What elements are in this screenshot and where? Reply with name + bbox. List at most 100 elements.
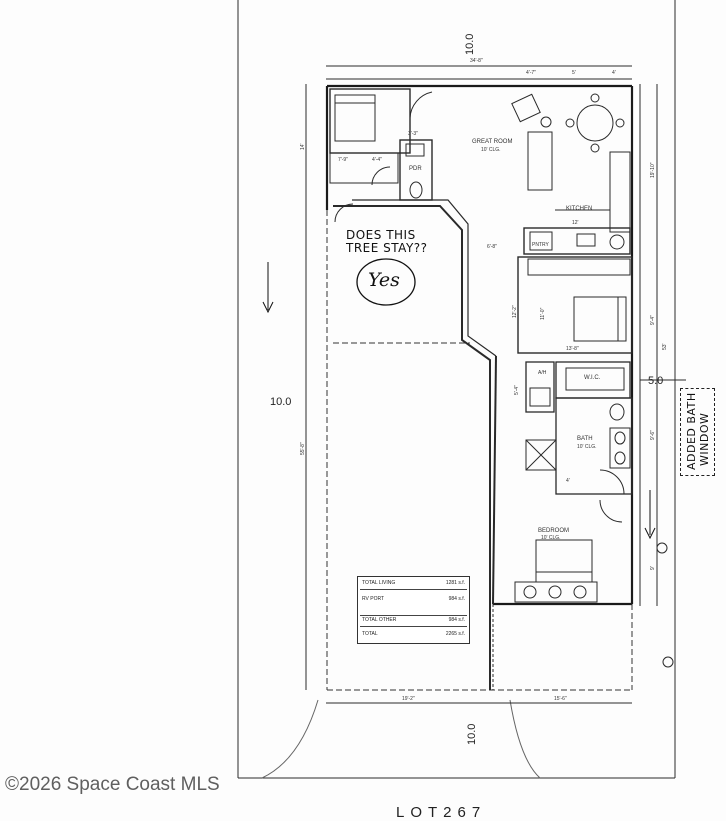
- master-bed: [535, 539, 593, 583]
- dining-chair: [565, 118, 575, 128]
- setback-top: 10.0: [464, 33, 476, 55]
- nightstand: [573, 585, 587, 599]
- room-great-room-clg: 10' CLG.: [481, 147, 501, 153]
- room-wic: W.I.C.: [584, 375, 601, 381]
- bedroom-2: [517, 256, 633, 354]
- room-bedroom: BEDROOM: [538, 528, 570, 534]
- nightstand: [523, 585, 537, 599]
- answer-circle: [356, 258, 416, 306]
- dim-left-long: 55'-8": [300, 442, 306, 455]
- dim-bottom-right: 15'-6": [554, 696, 567, 702]
- tree-arc-2: [509, 699, 541, 779]
- survey-marker: [662, 656, 674, 668]
- bath-sink: [614, 431, 626, 445]
- mls-watermark: ©2026 Space Coast MLS: [5, 774, 220, 795]
- dim-right-e: 53': [662, 343, 668, 350]
- pdr-vanity: [405, 143, 425, 157]
- dim-hall-b: 4'-4": [372, 157, 382, 163]
- added-bath-window-note: [680, 388, 715, 476]
- bed-2: [573, 296, 627, 342]
- north-marker: [656, 542, 668, 554]
- powder-room: [399, 139, 433, 201]
- window-arrow-head: [644, 527, 656, 540]
- window-note-line-2: WINDOW: [698, 412, 711, 466]
- tree-arc: [261, 699, 319, 779]
- dim-corridor: 6'-8": [487, 244, 497, 250]
- area-value: 984 s.f.: [448, 596, 465, 602]
- bedroom-1-door: [409, 91, 433, 119]
- dim-right-c: 9'-6": [650, 430, 656, 440]
- area-row-total-living: TOTAL LIVING 1281 s.f.: [360, 579, 467, 590]
- dining-chair: [615, 118, 625, 128]
- area-row-total: TOTAL 2265 s.f.: [360, 630, 467, 640]
- dim-bath-a: 4': [566, 478, 570, 484]
- hall-door: [371, 166, 391, 186]
- bed-1: [334, 94, 376, 142]
- lot-label: LOT267: [396, 804, 487, 821]
- shower: [525, 439, 557, 471]
- room-great-room: GREAT ROOM: [472, 139, 513, 145]
- dim-kit-a: 12': [572, 220, 579, 226]
- dining-chair: [590, 143, 600, 153]
- dim-hall-a: 7'-9": [338, 157, 348, 163]
- room-kitchen: KITCHEN: [566, 206, 593, 212]
- dim-right-d: 9': [650, 566, 656, 570]
- bath-sink: [614, 451, 626, 465]
- setback-bottom: 10.0: [466, 723, 478, 745]
- dim-bed-h: 11'-0": [540, 307, 546, 320]
- dim-pdr-w: 3'-3": [408, 131, 418, 137]
- kitchen-island: [523, 227, 631, 255]
- dim-laundry: 5'-4": [514, 385, 520, 395]
- area-summary-table: TOTAL LIVING 1281 s.f. RV PORT 984 s.f. …: [357, 576, 470, 644]
- dim-top-a: 4'-7": [526, 70, 536, 76]
- laundry: [525, 361, 555, 413]
- master-furniture: [514, 581, 598, 603]
- dim-top-b: 5': [572, 70, 576, 76]
- tree-arrow-head: [262, 301, 274, 314]
- area-label: TOTAL: [362, 631, 378, 637]
- washer: [529, 387, 551, 407]
- tree-question-line-2: TREE STAY??: [346, 241, 428, 255]
- area-row-total-other: TOTAL OTHER 984 s.f.: [360, 615, 467, 627]
- angled-wall: [333, 205, 491, 690]
- shower-x: [525, 439, 557, 471]
- area-label: TOTAL OTHER: [362, 617, 397, 623]
- living-west-wall: [492, 355, 497, 605]
- room-bath: BATH: [577, 436, 593, 442]
- wic-shelving: [565, 367, 625, 391]
- kitchen-counter: [609, 151, 631, 233]
- bath-door: [599, 469, 625, 495]
- kitchen-sink: [609, 234, 625, 250]
- hall-closet: [329, 152, 399, 184]
- area-value: 1281 s.f.: [445, 580, 465, 586]
- sofa: [527, 131, 553, 191]
- room-ah: A/H: [538, 370, 547, 376]
- pantry: [529, 231, 553, 251]
- area-label: TOTAL LIVING: [362, 580, 396, 586]
- armchair: [511, 93, 541, 123]
- area-label: RV PORT: [362, 596, 385, 602]
- bath-vanity: [609, 427, 631, 469]
- setback-left: 10.0: [270, 396, 292, 408]
- area-value: 984 s.f.: [448, 617, 465, 623]
- dim-right-a: 19'-10": [650, 162, 656, 178]
- dim-overall-width: 34'-8": [470, 58, 483, 64]
- dim-bed-side: 12'-2": [512, 305, 518, 318]
- bedroom-1: [329, 88, 411, 154]
- dim-left-14: 14': [300, 143, 306, 150]
- room-bath-clg: 10' CLG.: [577, 444, 597, 450]
- tree-question-line-1: DOES THIS: [346, 228, 416, 242]
- bath-toilet: [609, 403, 625, 421]
- dim-bottom-left: 19'-2": [402, 696, 415, 702]
- room-pantry: PNTRY: [532, 242, 549, 248]
- bath-door-2: [599, 499, 623, 523]
- dining-table: [576, 104, 614, 142]
- area-row-rv-port: RV PORT 984 s.f.: [360, 595, 467, 605]
- area-value: 2265 s.f.: [445, 631, 465, 637]
- dim-bed-w: 13'-8": [566, 346, 579, 352]
- side-table: [540, 116, 552, 128]
- room-pdr: PDR: [409, 166, 422, 172]
- entry-door: [334, 203, 354, 223]
- window-note-line-1: ADDED BATH: [685, 392, 698, 470]
